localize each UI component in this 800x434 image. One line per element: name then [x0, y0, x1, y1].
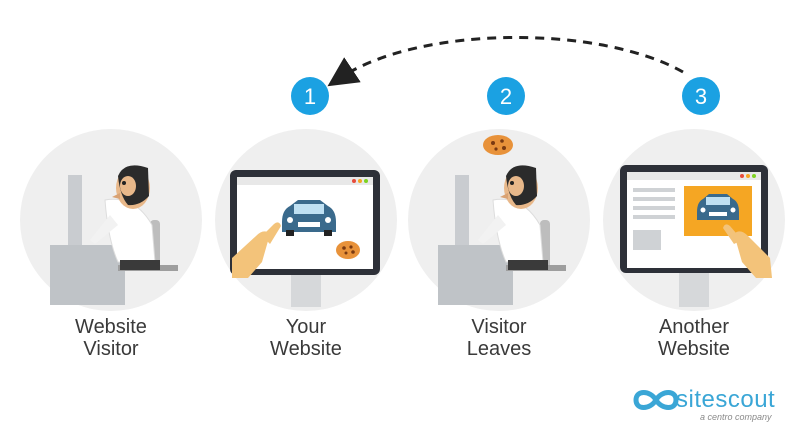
- svg-text:3: 3: [695, 84, 707, 109]
- visitor-leaves-circle: [408, 129, 590, 311]
- label-line: Another: [658, 316, 730, 338]
- label-line: Website: [75, 316, 147, 338]
- label-visitor-leaves: Visitor Leaves: [409, 316, 589, 360]
- logo-name: sitescout: [676, 386, 776, 413]
- label-line: Visitor: [471, 316, 527, 338]
- label-line: Website: [658, 338, 730, 360]
- pointing-hand-icon: [723, 224, 772, 278]
- svg-text:1: 1: [304, 84, 316, 109]
- step-badge-3: 3: [682, 77, 720, 115]
- label-line: Your: [285, 316, 327, 338]
- return-arrow: [327, 36, 684, 87]
- cookie-icon: [483, 135, 513, 155]
- svg-text:2: 2: [500, 84, 512, 109]
- step-badge-2: 2: [487, 77, 525, 115]
- logo-tagline: a centro company: [700, 412, 772, 422]
- visitor-circle: [20, 129, 202, 311]
- label-your-website: Your Website: [216, 316, 396, 360]
- monitor-back: [68, 175, 82, 250]
- another-website-circle: [603, 129, 785, 311]
- label-website-visitor: Website Visitor: [21, 316, 201, 360]
- infinity-logo-icon: [633, 390, 679, 410]
- label-line: Leaves: [466, 338, 532, 360]
- pointing-hand-icon: [232, 222, 281, 278]
- step-badge-1: 1: [291, 77, 329, 115]
- label-line: Website: [270, 338, 342, 360]
- cookie-icon: [336, 241, 360, 259]
- your-website-circle: [215, 129, 397, 311]
- label-another-website: Another Website: [604, 316, 784, 360]
- car-ad: [282, 200, 336, 236]
- desk: [50, 245, 125, 305]
- label-line: Visitor: [83, 338, 139, 360]
